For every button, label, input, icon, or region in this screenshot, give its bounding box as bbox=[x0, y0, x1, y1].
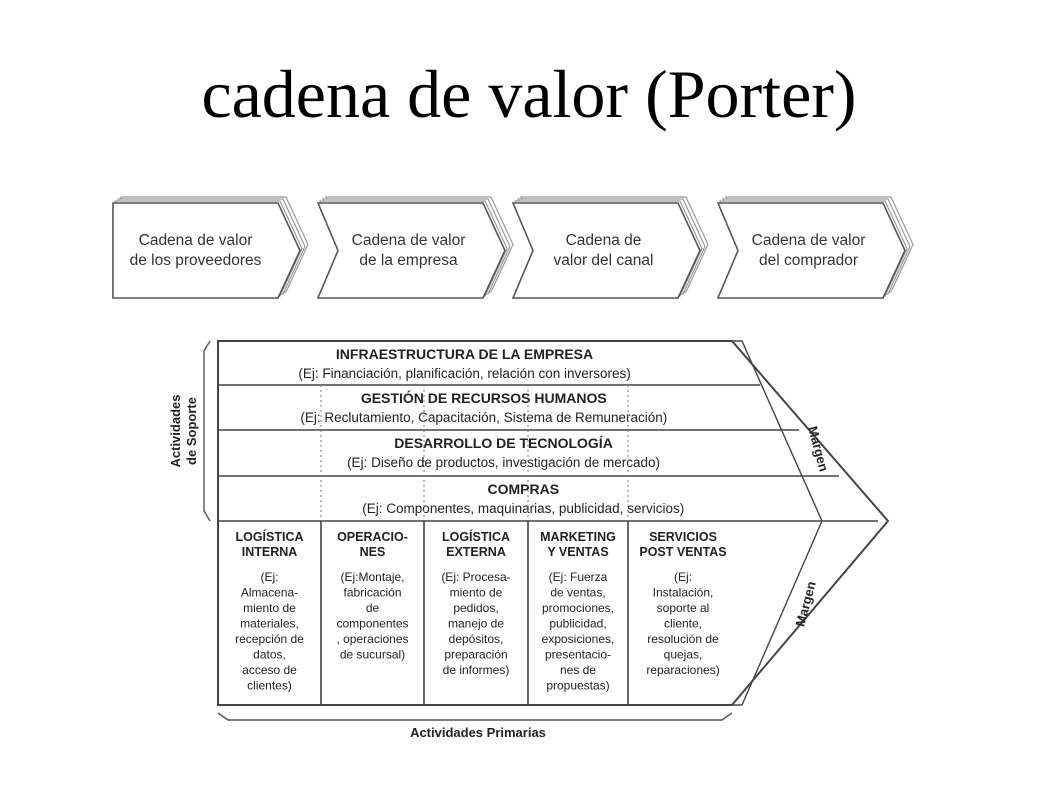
value-chain: INFRAESTRUCTURA DE LA EMPRESA (Ej: Financ… bbox=[168, 340, 890, 740]
support-activity: INFRAESTRUCTURA DE LA EMPRESA (Ej: Financ… bbox=[298, 346, 630, 381]
primary-activity-title: OPERACIO- bbox=[337, 530, 408, 544]
support-activities: INFRAESTRUCTURA DE LA EMPRESA (Ej: Financ… bbox=[218, 346, 878, 522]
primary-activity-detail: quejas, bbox=[664, 648, 703, 662]
primary-activity-detail: resolución de bbox=[647, 632, 719, 646]
value-chain-outline bbox=[217, 340, 890, 706]
value-system-chevron: Cadena de valor de los proveedores bbox=[112, 196, 309, 299]
primary-activity-detail: (Ej:Montaje, bbox=[340, 570, 404, 584]
primary-activity-detail: (Ej: bbox=[261, 570, 279, 584]
support-activity-example: (Ej: Reclutamiento, Capacitación, Sistem… bbox=[300, 410, 667, 425]
chevron-label-line: de la empresa bbox=[359, 252, 458, 269]
chevron-label-line: Cadena de valor bbox=[352, 232, 466, 249]
primary-bracket bbox=[217, 712, 733, 721]
primary-activity-title: INTERNA bbox=[242, 545, 298, 559]
margin-inner-edge bbox=[732, 340, 823, 706]
primary-activity-detail: publicidad, bbox=[549, 617, 606, 631]
primary-activity-detail: materiales, bbox=[240, 617, 299, 631]
primary-activity-detail: datos, bbox=[253, 648, 286, 662]
chevron-shape bbox=[511, 202, 701, 299]
support-bracket bbox=[203, 340, 211, 522]
primary-activity-detail: manejo de bbox=[448, 617, 504, 631]
support-activity-title: DESARROLLO DE TECNOLOGÍA bbox=[394, 435, 613, 451]
primary-activity-detail: fabricación bbox=[343, 586, 401, 600]
primary-activity-detail: presentacio- bbox=[545, 648, 611, 662]
primary-activity-detail: Instalación, bbox=[653, 586, 714, 600]
primary-activity-detail: reparaciones) bbox=[646, 663, 719, 677]
primary-activity-detail: soporte al bbox=[657, 601, 710, 615]
support-activity: COMPRAS (Ej: Componentes, maquinarias, pu… bbox=[362, 481, 684, 516]
primary-activity-detail: (Ej: bbox=[674, 570, 692, 584]
chevron-label-line: Cadena de valor bbox=[752, 232, 866, 249]
value-system-chevron: Cadena de valor del canal bbox=[511, 196, 709, 299]
primary-activity-detail: promociones, bbox=[542, 601, 614, 615]
primary-activity-title: EXTERNA bbox=[446, 545, 506, 559]
primary-activity-title: LOGÍSTICA bbox=[235, 529, 303, 544]
support-activity: DESARROLLO DE TECNOLOGÍA (Ej: Diseño de p… bbox=[347, 435, 660, 470]
primary-activity-detail: de ventas, bbox=[550, 586, 605, 600]
chevron-label-line: valor del canal bbox=[554, 252, 654, 269]
chevron-shape bbox=[716, 202, 906, 299]
primary-activity-detail: (Ej: Procesa- bbox=[441, 570, 510, 584]
primary-activity-detail: miento de bbox=[243, 601, 296, 615]
chevron-label-line: del comprador bbox=[759, 252, 858, 269]
primary-activity-detail: clientes) bbox=[247, 679, 292, 693]
support-label-line: Actividades bbox=[168, 395, 183, 468]
primary-activity-title: NES bbox=[360, 545, 386, 559]
primary-activity-detail: de informes) bbox=[443, 663, 510, 677]
primary-activity-detail: , operaciones bbox=[336, 632, 408, 646]
support-activity-title: INFRAESTRUCTURA DE LA EMPRESA bbox=[336, 346, 593, 362]
support-label-line: de Soporte bbox=[184, 397, 199, 465]
primary-activity-detail: Almacena- bbox=[241, 586, 298, 600]
chevron-label-line: Cadena de valor bbox=[139, 232, 253, 249]
support-activity-example: (Ej: Componentes, maquinarias, publicida… bbox=[362, 501, 684, 516]
primary-activity-detail: nes de bbox=[560, 663, 596, 677]
value-system-chevron: Cadena de valor de la empresa bbox=[316, 196, 514, 299]
value-system-chevron: Cadena de valor del comprador bbox=[716, 196, 914, 299]
primary-activity-title: SERVICIOS bbox=[649, 530, 717, 544]
primary-activity-detail: pedidos, bbox=[453, 601, 498, 615]
primary-activity-detail: depósitos, bbox=[449, 632, 504, 646]
primary-activity-detail: miento de bbox=[450, 586, 503, 600]
primary-activity-detail: preparación bbox=[444, 648, 507, 662]
chevron-shape bbox=[112, 202, 301, 299]
support-activity-title: COMPRAS bbox=[487, 481, 559, 497]
primary-activity-title: LOGÍSTICA bbox=[442, 529, 510, 544]
primary-activity-detail: acceso de bbox=[242, 663, 297, 677]
support-activity-example: (Ej: Diseño de productos, investigación … bbox=[347, 455, 660, 470]
support-activity-title: GESTIÓN DE RECURSOS HUMANOS bbox=[361, 389, 607, 406]
primary-activity-title: MARKETING bbox=[540, 530, 616, 544]
primary-activity-detail: exposiciones, bbox=[542, 632, 615, 646]
chevron-label-line: de los proveedores bbox=[130, 252, 262, 269]
primary-activity-detail: de bbox=[366, 601, 380, 615]
primary-activity-detail: (Ej: Fuerza bbox=[549, 570, 608, 584]
primary-activity-title: Y VENTAS bbox=[547, 545, 608, 559]
primary-activity-detail: componentes bbox=[336, 617, 408, 631]
primary-activity-detail: cliente, bbox=[664, 617, 702, 631]
primary-activity-detail: propuestas) bbox=[546, 679, 609, 693]
primary-activity-title: POST VENTAS bbox=[639, 545, 726, 559]
page-title: cadena de valor (Porter) bbox=[201, 56, 857, 132]
primary-activity-detail: recepción de bbox=[235, 632, 304, 646]
primary-activity-detail: de sucursal) bbox=[340, 648, 405, 662]
chevron-shape bbox=[316, 202, 506, 299]
primary-label: Actividades Primarias bbox=[410, 725, 546, 740]
chevron-label-line: Cadena de bbox=[566, 232, 642, 249]
support-activity-example: (Ej: Financiación, planificación, relaci… bbox=[298, 366, 630, 381]
support-activity: GESTIÓN DE RECURSOS HUMANOS (Ej: Reclutam… bbox=[300, 389, 667, 425]
